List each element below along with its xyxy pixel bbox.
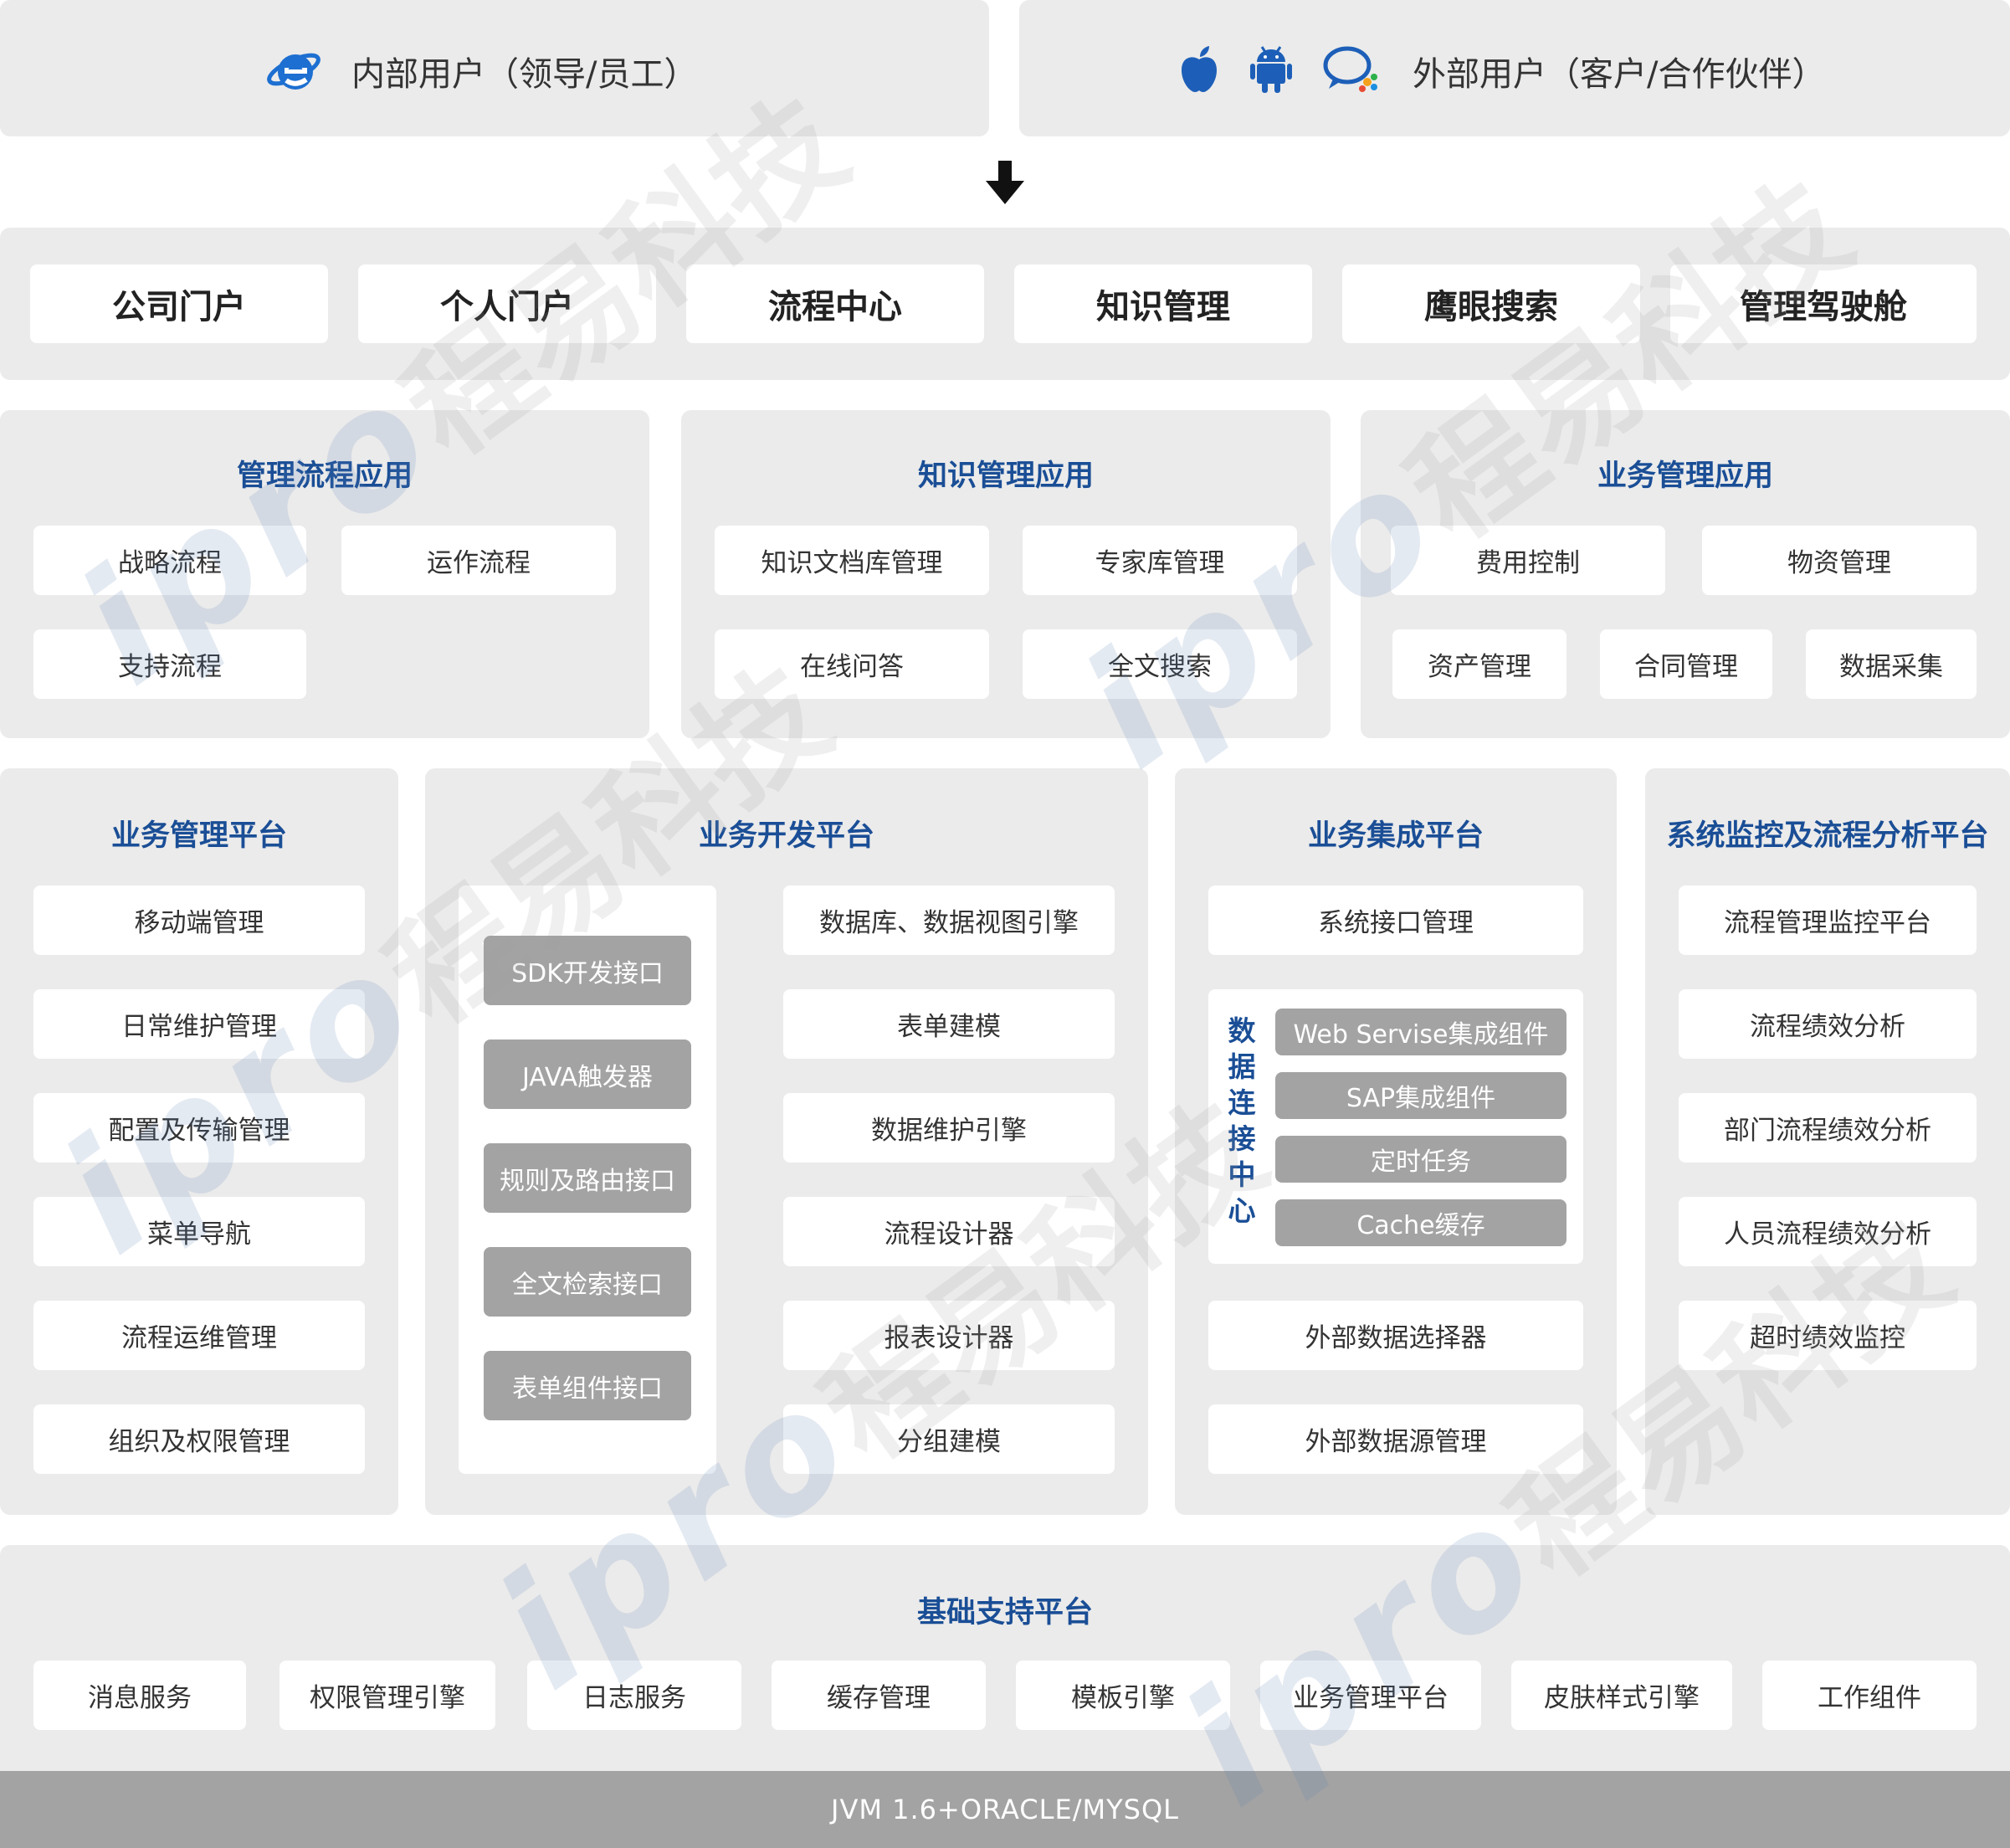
external-users-label: 外部用户（客户/合作伙伴） <box>1413 55 1826 94</box>
base-item[interactable]: 模板引擎 <box>1016 1661 1230 1730</box>
down-arrow-icon <box>986 161 1024 204</box>
app-item[interactable]: 专家库管理 <box>1023 526 1297 595</box>
platform-item[interactable]: 数据库、数据视图引擎 <box>783 886 1115 955</box>
base-item[interactable]: 消息服务 <box>33 1661 246 1730</box>
base-item[interactable]: 皮肤样式引擎 <box>1511 1661 1732 1730</box>
chat-icon <box>1323 46 1377 92</box>
platform-item[interactable]: 分组建模 <box>783 1404 1115 1474</box>
portal-company[interactable]: 公司门户 <box>30 264 328 343</box>
internal-users-panel <box>0 0 989 136</box>
platform-item[interactable]: 配置及传输管理 <box>33 1093 365 1163</box>
app-item[interactable]: 知识文档库管理 <box>715 526 989 595</box>
data-connect-item[interactable]: 定时任务 <box>1275 1136 1566 1183</box>
app-item[interactable]: 数据采集 <box>1806 629 1977 699</box>
platform-item[interactable]: 流程设计器 <box>783 1197 1115 1266</box>
runtime-footer: JVM 1.6+ORACLE/MYSQL <box>0 1771 2010 1848</box>
platform-item[interactable]: 流程管理监控平台 <box>1679 886 1977 955</box>
platform-item[interactable]: 系统接口管理 <box>1208 886 1583 955</box>
portal-knowledge[interactable]: 知识管理 <box>1014 264 1312 343</box>
platform-item[interactable]: 移动端管理 <box>33 886 365 955</box>
app-item[interactable]: 在线问答 <box>715 629 989 699</box>
ie-icon <box>267 53 320 90</box>
platform-item[interactable]: 报表设计器 <box>783 1301 1115 1370</box>
base-item[interactable]: 业务管理平台 <box>1260 1661 1481 1730</box>
portal-personal[interactable]: 个人门户 <box>358 264 656 343</box>
dev-interface-item[interactable]: 全文检索接口 <box>484 1247 691 1317</box>
base-item[interactable]: 权限管理引擎 <box>279 1661 495 1730</box>
platform-item[interactable]: 部门流程绩效分析 <box>1679 1093 1977 1163</box>
internal-users-label: 内部用户（领导/员工） <box>351 55 698 94</box>
base-platform-title: 基础支持平台 <box>916 1596 1093 1630</box>
app-item[interactable]: 全文搜索 <box>1023 629 1297 699</box>
portal-process-center[interactable]: 流程中心 <box>686 264 984 343</box>
app-item[interactable]: 战略流程 <box>33 526 306 595</box>
business-app-title: 业务管理应用 <box>1597 459 1773 493</box>
platform-item[interactable]: 外部数据选择器 <box>1208 1301 1583 1370</box>
biz-mgmt-platform-title: 业务管理平台 <box>110 819 287 853</box>
android-icon <box>1250 46 1292 93</box>
platform-item[interactable]: 超时绩效监控 <box>1679 1301 1977 1370</box>
app-item[interactable]: 合同管理 <box>1600 629 1772 699</box>
app-item[interactable]: 物资管理 <box>1702 526 1977 595</box>
platform-item[interactable]: 组织及权限管理 <box>33 1404 365 1474</box>
app-item[interactable]: 资产管理 <box>1392 629 1566 699</box>
platform-item[interactable]: 流程运维管理 <box>33 1301 365 1370</box>
data-connect-item[interactable]: Web Servise集成组件 <box>1275 1009 1566 1055</box>
platform-item[interactable]: 外部数据源管理 <box>1208 1404 1583 1474</box>
portal-cockpit[interactable]: 管理驾驶舱 <box>1670 264 1977 343</box>
platform-item[interactable]: 表单建模 <box>783 989 1115 1059</box>
dev-interface-item[interactable]: SDK开发接口 <box>484 936 691 1005</box>
dev-interface-item[interactable]: 表单组件接口 <box>484 1351 691 1420</box>
base-item[interactable]: 日志服务 <box>527 1661 741 1730</box>
knowledge-app-title: 知识管理应用 <box>917 459 1094 493</box>
base-item[interactable]: 缓存管理 <box>772 1661 986 1730</box>
app-item[interactable]: 运作流程 <box>341 526 616 595</box>
dev-interface-item[interactable]: JAVA触发器 <box>484 1040 691 1109</box>
base-item[interactable]: 工作组件 <box>1762 1661 1977 1730</box>
platform-item[interactable]: 菜单导航 <box>33 1197 365 1266</box>
mgmt-flow-app-title: 管理流程应用 <box>236 459 413 493</box>
platform-item[interactable]: 日常维护管理 <box>33 989 365 1059</box>
app-item[interactable]: 支持流程 <box>33 629 306 699</box>
data-connect-item[interactable]: Cache缓存 <box>1275 1199 1566 1246</box>
platform-item[interactable]: 数据维护引擎 <box>783 1093 1115 1163</box>
biz-integ-platform-title: 业务集成平台 <box>1307 819 1484 853</box>
biz-dev-platform-title: 业务开发平台 <box>698 819 874 853</box>
dev-interface-item[interactable]: 规则及路由接口 <box>484 1143 691 1213</box>
portal-eagle-search[interactable]: 鹰眼搜索 <box>1342 264 1640 343</box>
apple-icon <box>1182 46 1217 92</box>
data-connect-item[interactable]: SAP集成组件 <box>1275 1072 1566 1119</box>
data-connect-center-label: 数据连接中心 <box>1228 1014 1256 1227</box>
platform-item[interactable]: 人员流程绩效分析 <box>1679 1197 1977 1266</box>
monitor-platform-title: 系统监控及流程分析平台 <box>1666 819 1989 853</box>
app-item[interactable]: 费用控制 <box>1391 526 1665 595</box>
platform-item[interactable]: 流程绩效分析 <box>1679 989 1977 1059</box>
